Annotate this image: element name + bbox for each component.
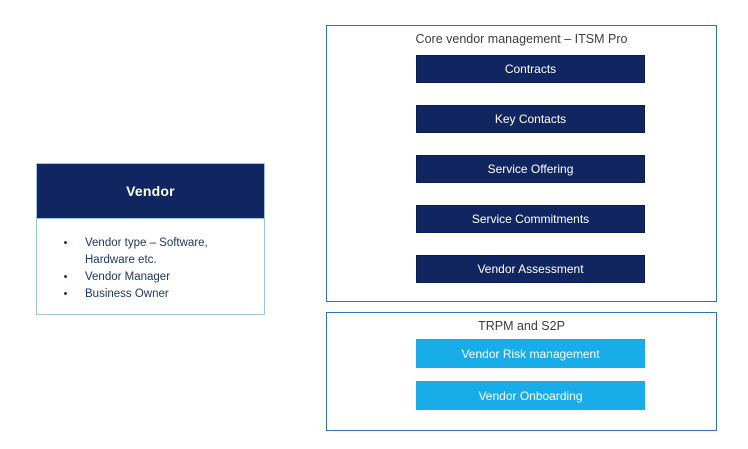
vendor-risk-management-box: Vendor Risk management <box>416 339 645 368</box>
trpm-panel-title: TRPM and S2P <box>478 319 565 333</box>
trpm-s2p-panel: TRPM and S2P Vendor Risk management Vend… <box>326 312 717 431</box>
service-commitments-box: Service Commitments <box>416 205 645 233</box>
bullet-item-business-owner: Business Owner <box>77 286 237 303</box>
core-panel-title: Core vendor management – ITSM Pro <box>415 32 628 46</box>
vendor-card-body: Vendor type – Software, Hardware etc. Ve… <box>37 219 264 303</box>
vendor-card-header: Vendor <box>37 164 264 219</box>
vendor-assessment-box: Vendor Assessment <box>416 255 645 283</box>
bullet-item-vendor-manager: Vendor Manager <box>77 269 237 286</box>
service-offering-box: Service Offering <box>416 155 645 183</box>
vendor-onboarding-box: Vendor Onboarding <box>416 381 645 410</box>
core-vendor-management-panel: Core vendor management – ITSM Pro Contra… <box>326 25 717 302</box>
core-panel-button-stack: Contracts Key Contacts Service Offering … <box>416 55 645 283</box>
trpm-panel-button-stack: Vendor Risk management Vendor Onboarding <box>416 339 645 410</box>
contracts-box: Contracts <box>416 55 645 83</box>
vendor-card-title: Vendor <box>126 183 175 199</box>
bullet-item-vendor-type: Vendor type – Software, Hardware etc. <box>77 235 237 269</box>
vendor-card: Vendor Vendor type – Software, Hardware … <box>36 163 265 315</box>
vendor-bullet-list: Vendor type – Software, Hardware etc. Ve… <box>59 235 250 303</box>
key-contacts-box: Key Contacts <box>416 105 645 133</box>
